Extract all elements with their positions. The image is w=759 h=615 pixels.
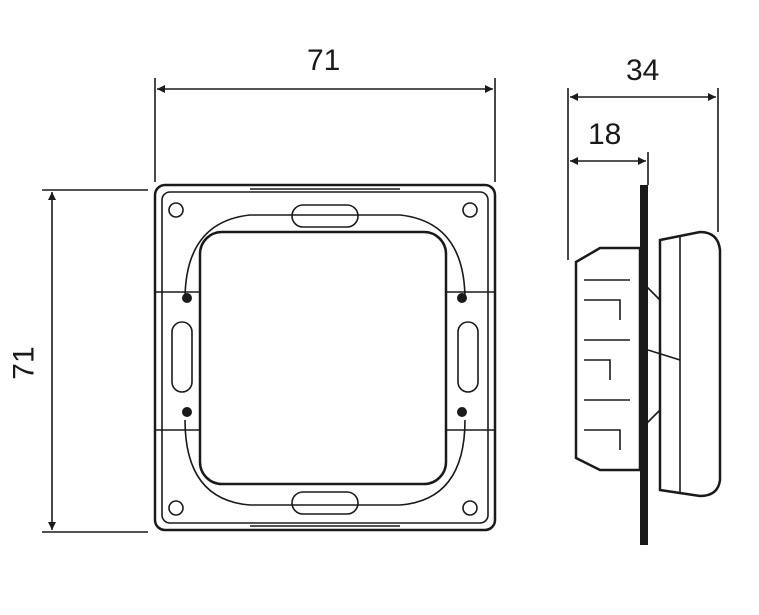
depth-total-label: 34 <box>626 54 660 87</box>
height-label: 71 <box>7 346 41 380</box>
side-view <box>574 185 722 545</box>
depth-partial-label: 18 <box>588 118 622 151</box>
width-label: 71 <box>307 44 341 77</box>
depth-dimension-lines <box>567 88 719 260</box>
height-dimension-line <box>42 189 148 533</box>
width-dimension-line <box>154 78 496 182</box>
front-view <box>153 183 497 532</box>
